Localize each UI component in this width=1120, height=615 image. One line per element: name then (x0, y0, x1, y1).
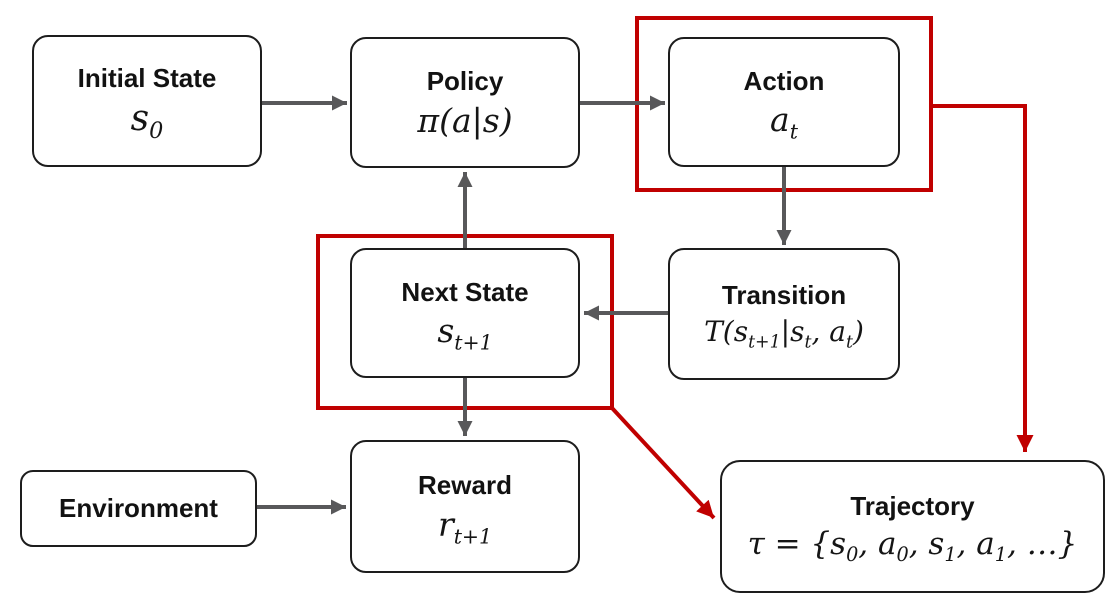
initial-state-title: Initial State (77, 63, 217, 94)
trajectory-title: Trajectory (850, 491, 975, 522)
trajectory-formula: τ = {s0, a0, s1, a1, …} (747, 525, 1078, 566)
environment-title: Environment (59, 492, 218, 523)
action-node: Action at (668, 37, 900, 167)
environment-node: Environment (20, 470, 257, 547)
arrow-next-state-to-trajectory (610, 406, 716, 520)
next-state-node: Next State st+1 (350, 248, 580, 378)
reward-title: Reward (418, 470, 512, 501)
transition-node: Transition T(st+1|st, at) (668, 248, 900, 380)
action-formula: at (770, 100, 798, 144)
next-state-title: Next State (401, 276, 529, 307)
policy-node: Policy π(a|s) (350, 37, 580, 168)
reward-node: Reward rt+1 (350, 440, 580, 573)
initial-state-node: Initial State s0 (32, 35, 262, 167)
next-state-formula: st+1 (437, 311, 493, 355)
trajectory-node: Trajectory τ = {s0, a0, s1, a1, …} (720, 460, 1105, 593)
arrow-action-to-trajectory (931, 104, 1034, 452)
action-title: Action (743, 65, 825, 96)
policy-formula: π(a|s) (417, 100, 513, 140)
transition-formula: T(st+1|st, at) (704, 314, 864, 353)
initial-state-formula: s0 (130, 97, 164, 144)
policy-title: Policy (426, 66, 504, 97)
reward-formula: rt+1 (437, 504, 493, 549)
transition-title: Transition (721, 280, 847, 311)
